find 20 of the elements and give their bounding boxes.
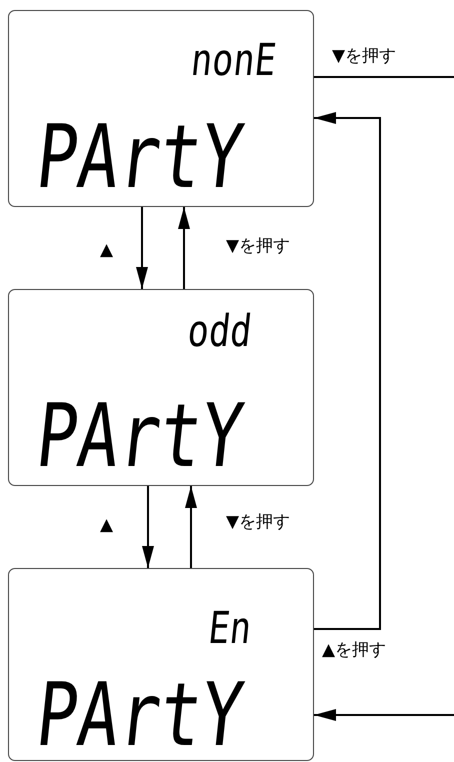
lcd-display-panel (8, 289, 314, 486)
display-setting-text: odd (185, 310, 254, 354)
edge-label: ▼を押す (226, 236, 290, 256)
arrow (136, 207, 148, 289)
connector-line (314, 76, 454, 78)
edge-label: ▲を押す (322, 640, 386, 660)
display-mode-text: PArtY (32, 671, 248, 759)
display-mode-text: PArtY (32, 113, 248, 201)
arrow (185, 486, 197, 568)
display-setting-text: nonE (188, 39, 278, 83)
display-mode-text: PArtY (32, 392, 248, 480)
edge-label: ▼を押す (332, 46, 396, 66)
arrow (314, 709, 454, 721)
lcd-display-panel (8, 568, 314, 761)
edge-label: ▼を押す (226, 512, 290, 532)
arrow (142, 486, 154, 568)
display-setting-text: En (206, 607, 254, 651)
arrow (178, 207, 190, 289)
arrow (314, 112, 381, 630)
lcd-display-panel (8, 10, 314, 207)
